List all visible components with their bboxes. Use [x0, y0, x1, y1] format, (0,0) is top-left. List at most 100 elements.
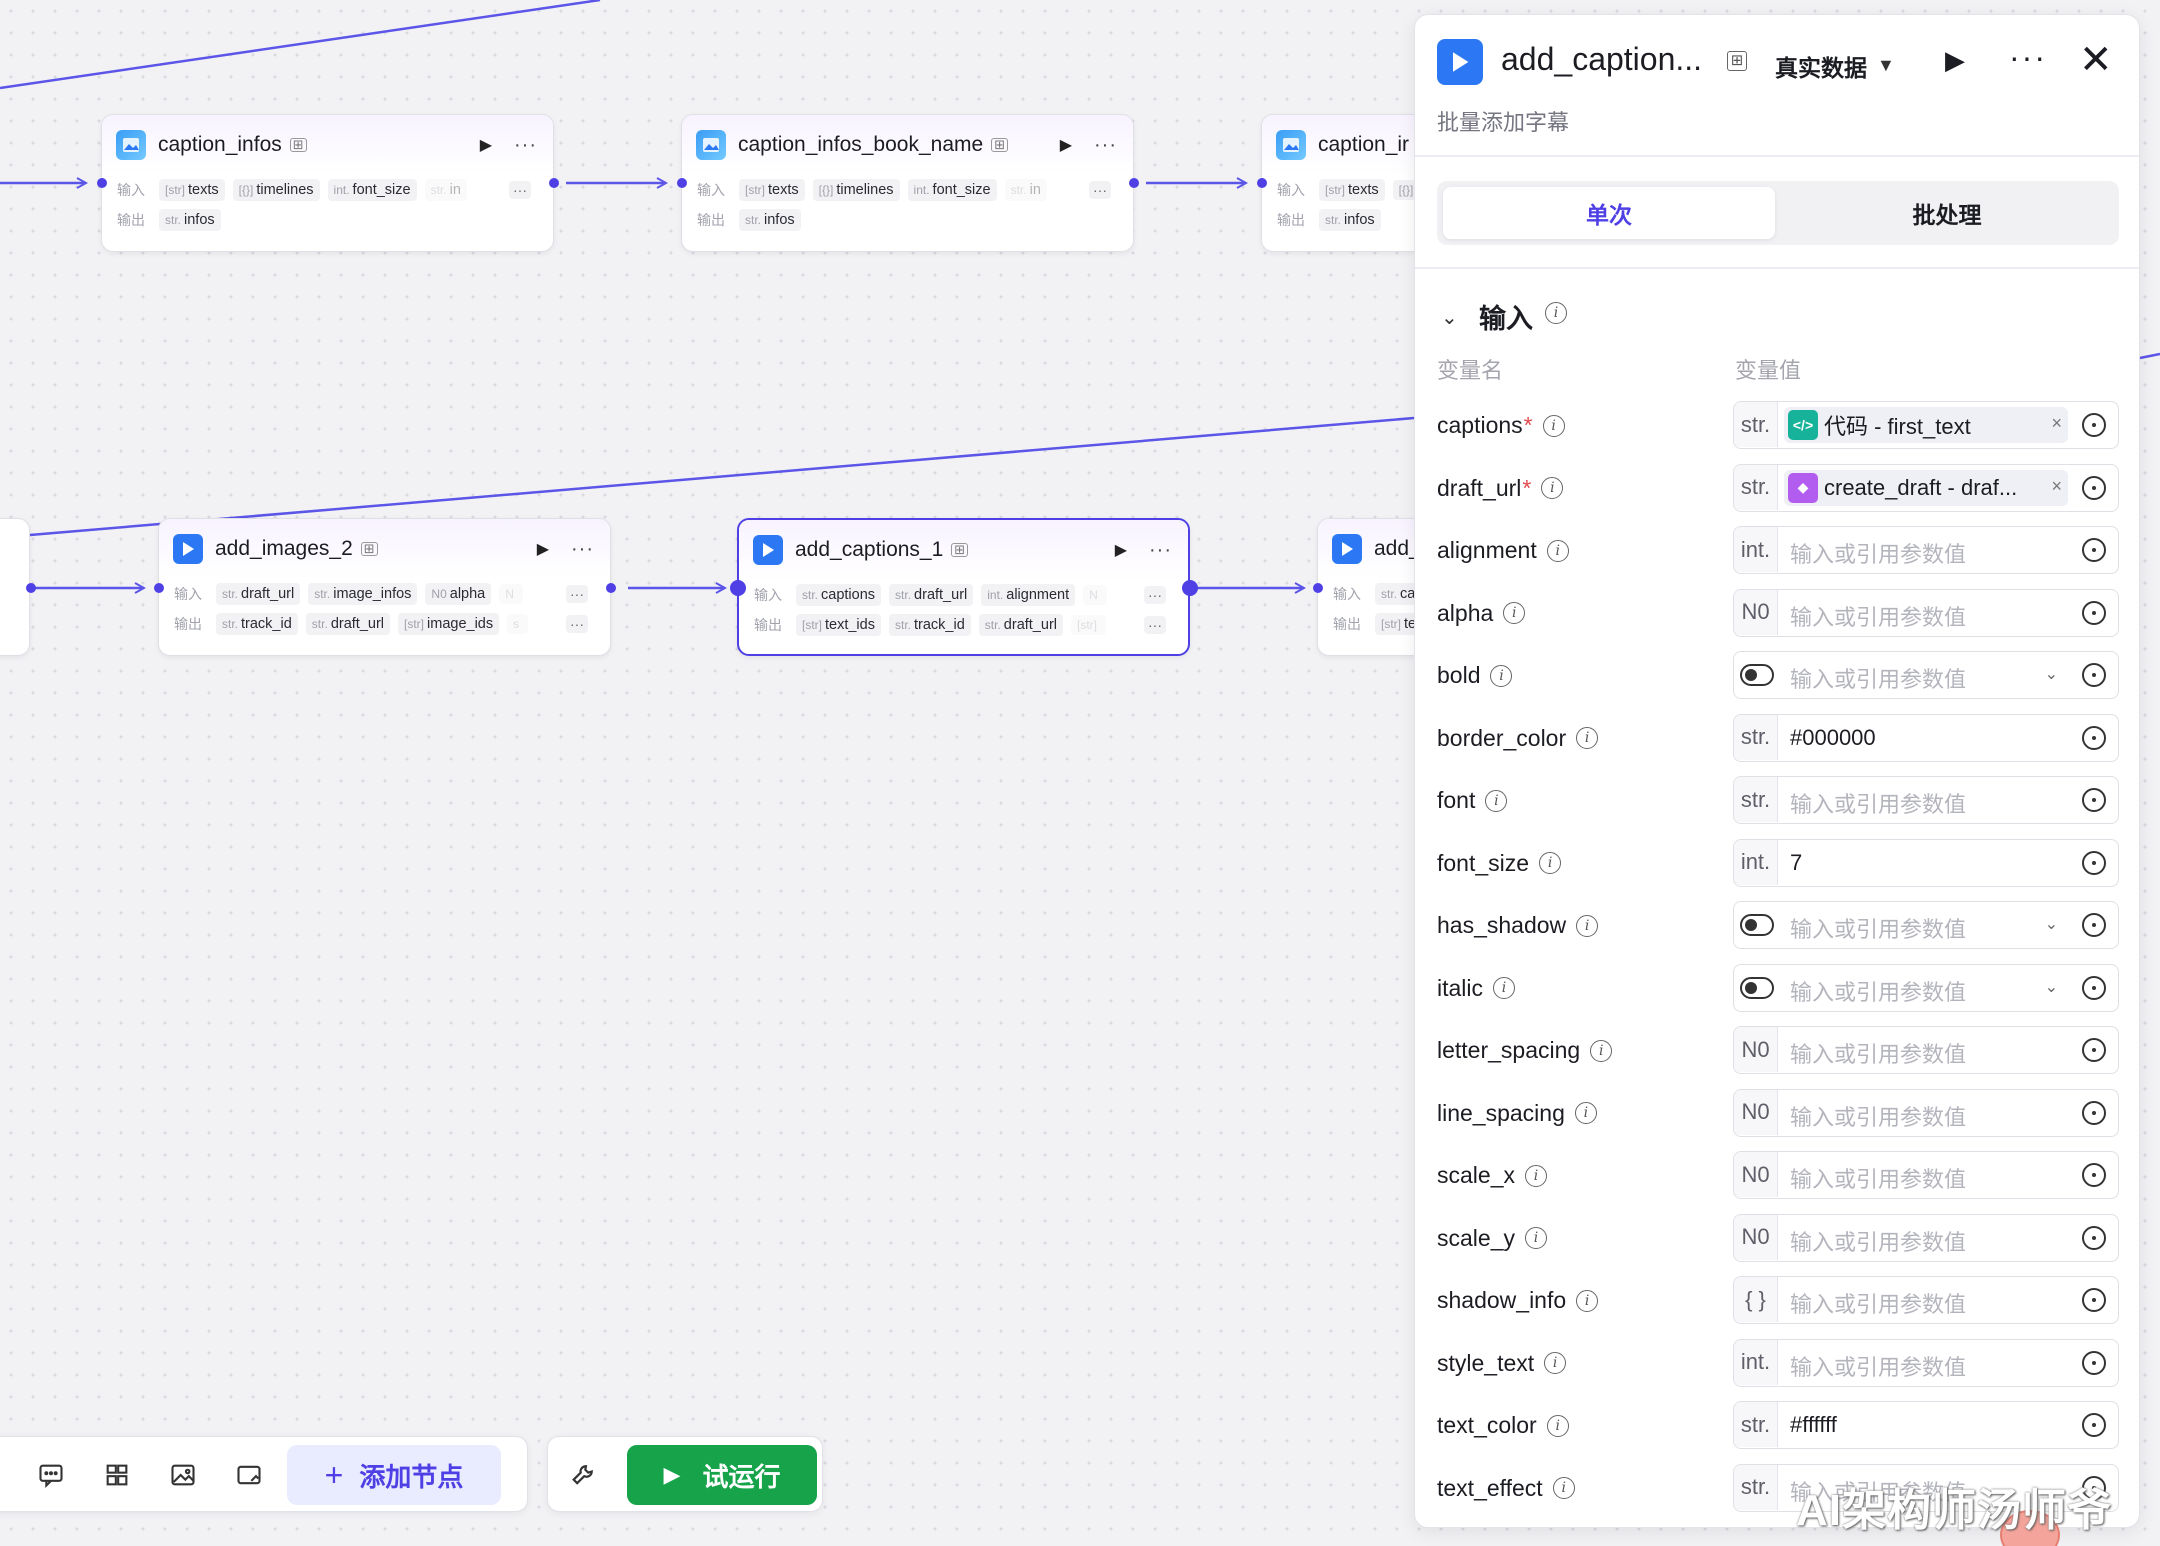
variable-ref-icon[interactable]: [2082, 1350, 2106, 1375]
info-icon[interactable]: i: [1541, 477, 1564, 499]
chevron-down-icon[interactable]: ⌄: [2044, 916, 2058, 933]
variable-ref-icon[interactable]: [2082, 850, 2106, 875]
more-outputs-icon[interactable]: ···: [1144, 616, 1166, 634]
variable-ref-icon[interactable]: [2082, 1100, 2106, 1125]
input-port[interactable]: [1257, 178, 1267, 188]
variable-ref-icon[interactable]: [2082, 475, 2106, 500]
variable-ref-icon[interactable]: [2082, 1413, 2106, 1437]
param-value-input[interactable]: #ffffff: [1790, 1412, 1837, 1437]
info-icon[interactable]: i: [1524, 1164, 1547, 1187]
param-value-input[interactable]: 输入或引用参数值: [1790, 667, 1967, 692]
run-node-icon[interactable]: ▶: [1945, 45, 1965, 75]
toggle-icon[interactable]: [1740, 914, 1774, 936]
variable-ref-icon[interactable]: [2082, 1475, 2106, 1500]
param-input-box[interactable]: { }输入或引用参数值: [1733, 1276, 2119, 1324]
info-icon[interactable]: i: [1544, 1352, 1567, 1374]
info-icon[interactable]: i: [1539, 852, 1562, 874]
variable-ref-icon[interactable]: [2082, 663, 2106, 687]
minimap-icon[interactable]: [234, 1460, 264, 1490]
param-value-input[interactable]: 输入或引用参数值: [1790, 792, 1967, 817]
image-icon[interactable]: [168, 1460, 198, 1490]
variable-ref-icon[interactable]: [2082, 538, 2106, 562]
tab-single[interactable]: 单次: [1443, 187, 1775, 239]
param-input-box[interactable]: str.◆create_draft - draf...×: [1733, 463, 2119, 512]
input-port[interactable]: [677, 178, 687, 188]
reference-chip[interactable]: </>代码 - first_text×: [1784, 407, 2068, 443]
layout-icon[interactable]: [102, 1460, 132, 1490]
param-input-box[interactable]: int.输入或引用参数值: [1733, 1338, 2119, 1387]
variable-ref-icon[interactable]: [2082, 1288, 2106, 1312]
run-node-icon[interactable]: ▶: [1114, 542, 1128, 559]
data-mode-select[interactable]: 真实数据: [1775, 55, 1867, 81]
param-value-input[interactable]: 输入或引用参数值: [1790, 1167, 1967, 1192]
panel-title[interactable]: add_caption...: [1501, 41, 1703, 77]
node-stub-left[interactable]: [0, 518, 30, 656]
param-value-input[interactable]: 输入或引用参数值: [1790, 1104, 1967, 1130]
more-icon[interactable]: ···: [1149, 538, 1172, 561]
param-value-input[interactable]: 7: [1790, 849, 1803, 875]
input-port[interactable]: [730, 580, 746, 596]
variable-ref-icon[interactable]: [2082, 1163, 2106, 1187]
toggle-icon[interactable]: [1740, 664, 1774, 686]
comment-icon[interactable]: [36, 1460, 66, 1490]
tab-batch[interactable]: 批处理: [1912, 202, 1982, 228]
info-icon[interactable]: i: [1545, 302, 1567, 324]
info-icon[interactable]: i: [1574, 1102, 1597, 1124]
more-icon[interactable]: ···: [514, 133, 537, 156]
param-value-input[interactable]: 输入或引用参数值: [1790, 1292, 1967, 1317]
more-inputs-icon[interactable]: ···: [1089, 181, 1111, 199]
variable-ref-icon[interactable]: [2082, 413, 2106, 437]
test-run-button[interactable]: ▶ 试运行: [627, 1445, 817, 1505]
info-icon[interactable]: i: [1552, 1477, 1575, 1499]
variable-ref-icon[interactable]: [2082, 788, 2106, 812]
param-input-box[interactable]: 输入或引用参数值 ⌄: [1733, 901, 2119, 949]
variable-ref-icon[interactable]: [2082, 913, 2106, 937]
more-inputs-icon[interactable]: ···: [566, 585, 588, 603]
param-value-input[interactable]: 输入或引用参数值: [1790, 917, 1967, 942]
param-value-input[interactable]: 输入或引用参数值: [1790, 1354, 1967, 1380]
info-icon[interactable]: i: [1576, 727, 1599, 749]
param-value-input[interactable]: 输入或引用参数值: [1790, 604, 1967, 630]
info-icon[interactable]: i: [1576, 1289, 1599, 1312]
more-icon[interactable]: ···: [2009, 39, 2047, 75]
output-port[interactable]: [1129, 178, 1139, 188]
output-port[interactable]: [606, 583, 616, 593]
param-input-box[interactable]: str.</>代码 - first_text×: [1733, 401, 2119, 449]
variable-ref-icon[interactable]: [2082, 975, 2106, 1000]
param-value-input[interactable]: 输入或引用参数值: [1790, 1042, 1967, 1067]
param-input-box[interactable]: int.7: [1733, 838, 2119, 887]
run-node-icon[interactable]: ▶: [536, 541, 550, 558]
info-icon[interactable]: i: [1524, 1227, 1547, 1249]
add-node-button[interactable]: + 添加节点: [287, 1445, 501, 1505]
input-port[interactable]: [154, 583, 164, 593]
param-input-box[interactable]: str.#ffffff: [1733, 1401, 2119, 1449]
input-port[interactable]: [97, 178, 107, 188]
section-title[interactable]: 输入: [1479, 304, 1533, 334]
chevron-down-icon[interactable]: ⌄: [1441, 307, 1458, 329]
variable-ref-icon[interactable]: [2082, 1038, 2106, 1062]
param-input-box[interactable]: 输入或引用参数值⌄: [1733, 963, 2119, 1012]
info-icon[interactable]: i: [1546, 1414, 1569, 1437]
param-value-input[interactable]: 输入或引用参数值: [1790, 1479, 1967, 1505]
param-input-box[interactable]: str.输入或引用参数值: [1733, 776, 2119, 824]
output-port[interactable]: [1182, 580, 1198, 596]
variable-ref-icon[interactable]: [2082, 1225, 2106, 1250]
node-add-captions-1[interactable]: add_captions_1 ⊞ ▶ ··· 输入 str.captions s…: [737, 518, 1190, 656]
run-node-icon[interactable]: ▶: [479, 137, 493, 154]
more-icon[interactable]: ···: [1094, 133, 1117, 156]
input-port[interactable]: [1313, 583, 1323, 593]
info-icon[interactable]: i: [1546, 539, 1569, 562]
output-port[interactable]: [549, 178, 559, 188]
input-port[interactable]: [26, 583, 36, 593]
node-caption-infos-book-name[interactable]: caption_infos_book_name ⊞ ▶ ··· 输入 [str]…: [681, 114, 1134, 252]
node-caption-infos[interactable]: caption_infos ⊞ ▶ ··· 输入 [str]texts [{}]…: [101, 114, 554, 252]
param-input-box[interactable]: int.输入或引用参数值: [1733, 526, 2119, 574]
chevron-down-icon[interactable]: ⌄: [2044, 666, 2058, 683]
more-outputs-icon[interactable]: ···: [566, 615, 588, 633]
reference-chip[interactable]: ◆create_draft - draf...×: [1784, 469, 2068, 506]
wrench-icon[interactable]: [568, 1460, 598, 1490]
variable-ref-icon[interactable]: [2082, 725, 2106, 750]
